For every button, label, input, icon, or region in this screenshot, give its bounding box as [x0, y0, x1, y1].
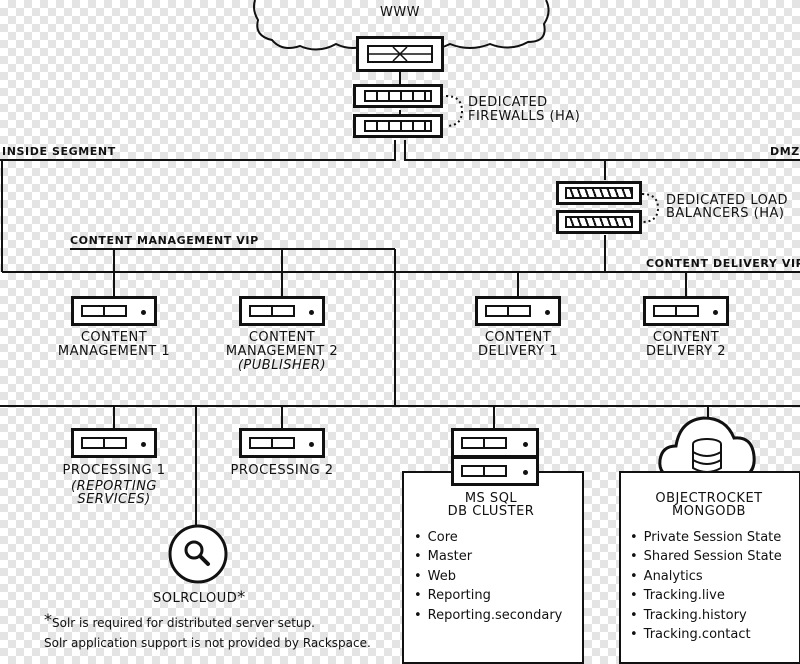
cd1-label-line2: DELIVERY 1: [478, 344, 558, 359]
server-icon-proc1: [71, 428, 157, 458]
firewall-1: [353, 84, 443, 108]
cm2-label-line1: CONTENT: [248, 330, 316, 345]
router-icon: [356, 36, 444, 72]
list-item: Shared Session State: [630, 547, 782, 566]
firewall-ha-bracket: [445, 95, 464, 127]
server-icon-cd1: [475, 296, 561, 326]
load-balancer-2: [556, 210, 642, 234]
list-item: Private Session State: [630, 528, 782, 547]
list-item: Tracking.history: [630, 606, 782, 625]
solrcloud-star: *: [237, 587, 246, 606]
www-label: WWW: [379, 5, 421, 20]
proc1-sub2: SERVICES): [77, 492, 151, 507]
solrcloud-label: SOLRCLOUD*: [153, 589, 246, 606]
solr-circle: [168, 524, 228, 584]
list-item: Tracking.live: [630, 586, 782, 605]
cm2-label-sub: (PUBLISHER): [237, 358, 327, 373]
mssql-label-line1: MS SQL: [464, 491, 518, 506]
solr-note-line2: Solr application support is not provided…: [44, 636, 371, 650]
proc1-sub1: (REPORTING: [71, 479, 157, 494]
load-balancer-1: [556, 181, 642, 205]
mssql-db-list: Core Master Web Reporting Reporting.seco…: [414, 528, 563, 625]
cm-vip-label: CONTENT MANAGEMENT VIP: [70, 234, 259, 247]
dmz-label: DMZ: [770, 145, 800, 158]
server-icon-cm1: [71, 296, 157, 326]
cd1-label-line1: CONTENT: [484, 330, 552, 345]
solr-note-text: Solr is required for distributed server …: [52, 616, 315, 630]
cm1-label-line1: CONTENT: [80, 330, 148, 345]
mssql-label-line2: DB CLUSTER: [447, 504, 535, 519]
firewalls-label-line1: DEDICATED: [468, 95, 548, 110]
list-item: Web: [414, 567, 562, 586]
proc2-label: PROCESSING 2: [230, 463, 334, 478]
list-item: Analytics: [630, 567, 782, 586]
proc1-label: PROCESSING 1: [62, 463, 166, 478]
solr-note-line1: *Solr is required for distributed server…: [44, 612, 315, 632]
server-icon-mssql-2: [451, 456, 539, 486]
server-icon-proc2: [239, 428, 325, 458]
list-item: Tracking.contact: [630, 625, 782, 644]
firewalls-label-line2: FIREWALLS (HA): [468, 109, 581, 124]
search-icon: [184, 540, 204, 560]
cd2-label-line2: DELIVERY 2: [646, 344, 726, 359]
lb-ha-bracket: [641, 193, 660, 223]
lb-label-line2: BALANCERS (HA): [666, 206, 785, 221]
list-item: Master: [414, 547, 562, 566]
lb-label-line1: DEDICATED LOAD: [666, 193, 789, 208]
server-icon-cd2: [643, 296, 729, 326]
mongo-label-line2: MONGODB: [672, 504, 746, 519]
list-item: Reporting.secondary: [414, 606, 563, 625]
solrcloud-name: SOLRCLOUD: [153, 591, 238, 606]
inside-segment-label: INSIDE SEGMENT: [2, 145, 116, 158]
mongo-label-line1: OBJECTROCKET: [655, 491, 763, 506]
cd2-label-line1: CONTENT: [652, 330, 720, 345]
list-item: Core: [414, 528, 562, 547]
list-item: Reporting: [414, 586, 562, 605]
firewall-2: [353, 114, 443, 138]
server-icon-cm2: [239, 296, 325, 326]
database-icon: [692, 438, 722, 473]
solr-note-star: *: [44, 610, 52, 629]
server-icon-mssql-1: [451, 428, 539, 458]
cd-vip-label: CONTENT DELIVERY VIP: [646, 257, 800, 270]
cm1-label-line2: MANAGEMENT 1: [57, 344, 171, 359]
mongo-collection-list: Private Session State Shared Session Sta…: [630, 528, 782, 644]
cm2-label-line2: MANAGEMENT 2: [225, 344, 339, 359]
